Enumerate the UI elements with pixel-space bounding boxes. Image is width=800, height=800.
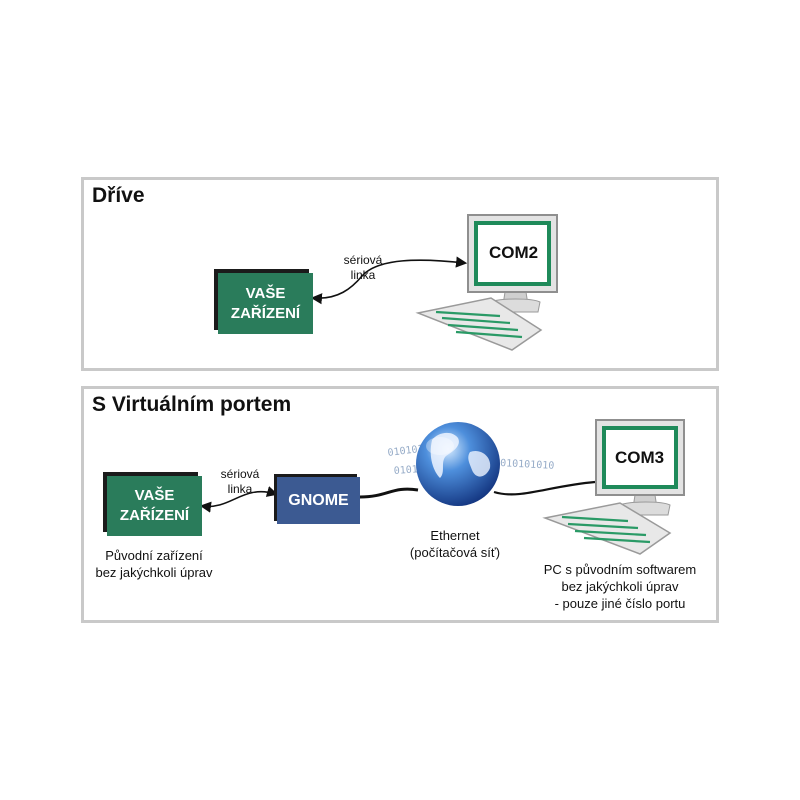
device-caption-line1: Původní zařízení <box>105 548 203 563</box>
panel-title-before: Dříve <box>92 184 145 207</box>
pc-caption: PC s původním softwarem bez jakýchkoli ú… <box>525 561 715 612</box>
gnome-box: GNOME <box>277 477 360 524</box>
device-label-line1: VAŠE <box>245 284 286 302</box>
device-label-line1: VAŠE <box>134 487 175 504</box>
serial-link-label-line2: linka <box>350 268 376 282</box>
network-caption: Ethernet (počítačová síť) <box>395 527 515 561</box>
binary-stream-text: 010101010 <box>500 458 555 472</box>
serial-link-label-before: sériová linka <box>335 253 391 283</box>
serial-link-label-line1: sériová <box>343 253 383 267</box>
double-arrow-icon <box>199 486 279 513</box>
computer-icon <box>542 419 685 555</box>
panel-title-after: S Virtuálním portem <box>92 393 292 416</box>
serial-link-label-after: sériová linka <box>212 467 268 497</box>
double-arrow-icon <box>310 256 468 305</box>
device-label-line2: ZAŘÍZENÍ <box>230 304 301 322</box>
screen-label-com3: COM3 <box>615 448 665 467</box>
globe-icon <box>416 422 500 506</box>
device-box-before: VAŠE ZAŘÍZENÍ <box>218 273 313 334</box>
network-caption-line1: Ethernet <box>430 528 480 543</box>
pc-caption-line1: PC s původním softwarem <box>543 562 697 577</box>
serial-link-label-line2: linka <box>227 482 253 496</box>
device-caption: Původní zařízení bez jakýchkoli úprav <box>74 547 234 581</box>
pc-caption-line3: - pouze jiné číslo portu <box>554 596 686 611</box>
device-caption-line2: bez jakýchkoli úprav <box>95 565 213 580</box>
screen-label-com2: COM2 <box>489 243 539 262</box>
pc-caption-line2: bez jakýchkoli úprav <box>561 579 679 594</box>
serial-link-label-line1: sériová <box>220 467 260 481</box>
computer-icon <box>415 214 558 351</box>
device-label-line2: ZAŘÍZENÍ <box>119 507 190 524</box>
gnome-label: GNOME <box>288 491 349 509</box>
network-caption-line2: (počítačová síť) <box>409 545 501 560</box>
device-box-after: VAŠE ZAŘÍZENÍ <box>107 476 202 536</box>
